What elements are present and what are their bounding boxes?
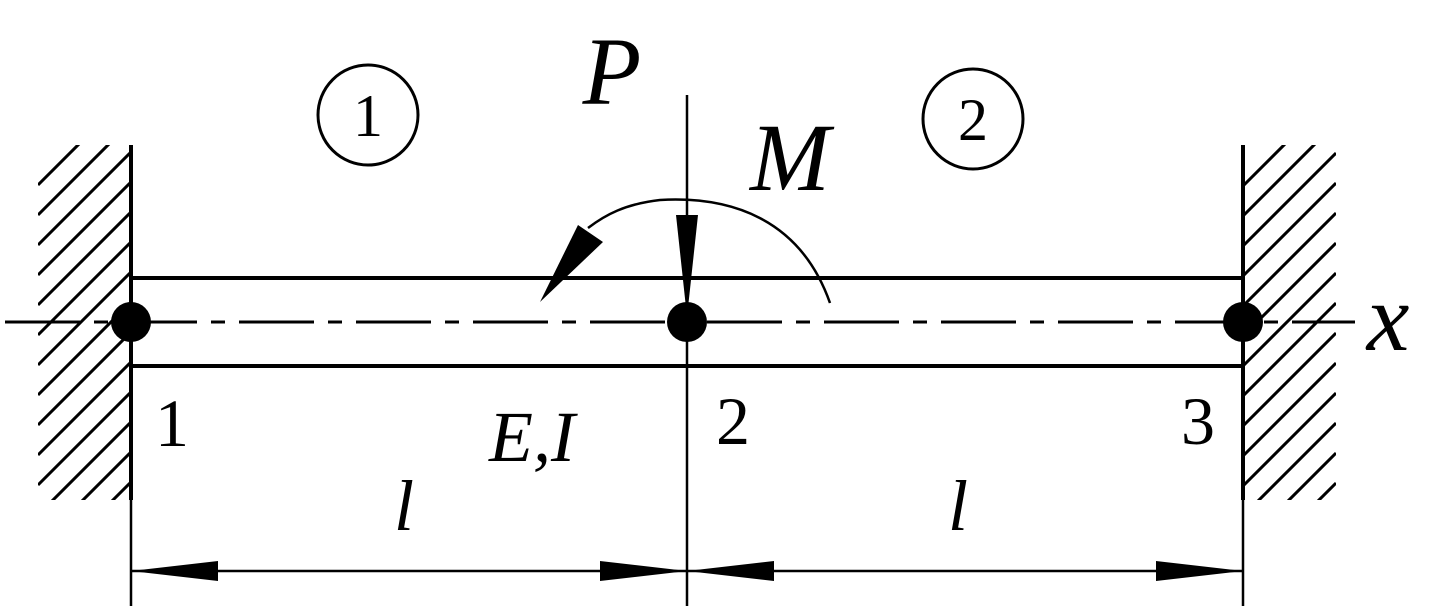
node-2 [667,302,707,342]
material-label: E,I [488,397,578,477]
span-1-length-label: l [394,466,414,546]
element-2-label: 2 [958,87,988,153]
element-2-marker: 2 [921,67,1025,171]
node-1-label: 1 [155,385,189,461]
element-1-marker: 1 [316,63,420,167]
dimension-arrow-2-left [687,561,774,581]
moment-arrowhead [540,225,603,302]
moment-label: M [748,104,835,211]
force-label: P [582,18,642,125]
moment-arrow [540,198,832,304]
x-axis-label: x [1365,264,1410,371]
left-support-hatching [38,145,130,500]
dimension-arrow-2-right [1156,561,1243,581]
node-3 [1223,302,1263,342]
node-1 [111,302,151,342]
right-fixed-support [1241,145,1336,500]
dimension-arrow-1-left [131,561,218,581]
force-arrowhead [676,215,698,317]
dimension-arrow-1-right [600,561,687,581]
dimension-line [131,561,1243,581]
right-support-hatching [1244,145,1336,500]
node-3-label: 3 [1181,383,1215,459]
element-1-label: 1 [353,83,383,149]
span-2-length-label: l [948,466,968,546]
node-2-label: 2 [716,383,750,459]
